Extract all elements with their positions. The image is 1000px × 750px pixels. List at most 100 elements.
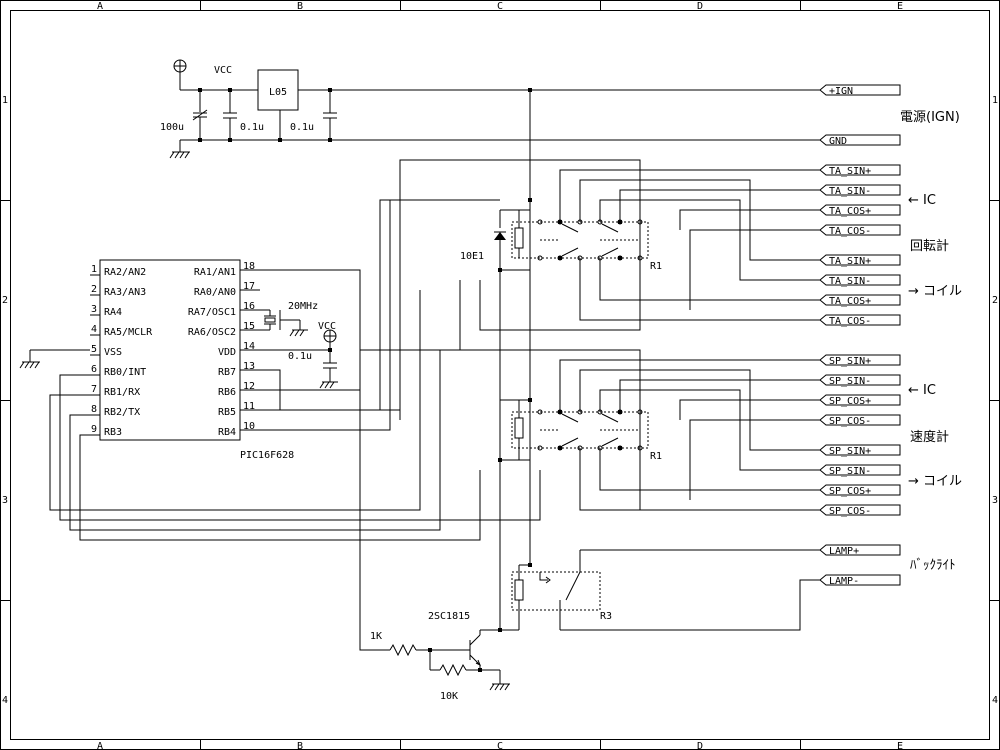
resistor-10k-icon <box>439 663 467 677</box>
connector-flag-icon <box>819 294 901 306</box>
relay-lamp-label: R3 <box>600 611 612 622</box>
pin-num: 6 <box>91 364 97 375</box>
power-supply: VCC L05 100u 0.1u 0.1u <box>160 59 960 159</box>
connector-terminal: SP_COS- <box>819 414 901 427</box>
connector-label: SP_COS- <box>829 506 871 517</box>
connector-terminal: TA_COS- <box>819 314 901 327</box>
pin-num: 15 <box>243 321 255 332</box>
connector-label: SP_SIN- <box>829 466 871 477</box>
transistor-driver: 2SC1815 1K 10K <box>360 611 510 702</box>
regulator-label: L05 <box>269 87 287 98</box>
connector-terminal: TA_COS+ <box>819 204 901 217</box>
pin-num: 2 <box>91 284 97 295</box>
pin-num: 5 <box>91 344 97 355</box>
sp-ic-note: ← IC <box>908 383 936 398</box>
diode-icon <box>494 232 506 240</box>
pin-num: 16 <box>243 301 255 312</box>
col-label-b-bottom: B <box>297 741 303 750</box>
col-label-a-bottom: A <box>97 741 103 750</box>
connector-flag-icon <box>819 544 901 556</box>
relay-sp-outline <box>511 411 649 449</box>
pin-num: 14 <box>243 341 255 352</box>
vdd-supply: VCC 0.1u <box>288 321 338 389</box>
relay-sp: R1 <box>499 270 820 630</box>
sp-gauge-name: 速度計 <box>910 429 949 445</box>
row-label-1-right: 1 <box>992 95 998 106</box>
vdd-cap-label: 0.1u <box>288 351 312 362</box>
pin-num: 8 <box>91 404 97 415</box>
pin-name: RB4 <box>218 427 236 438</box>
pin-num: 4 <box>91 324 97 335</box>
annotations: ← IC 回転計 → コイル ← IC 速度計 → コイル ﾊﾞｯｸﾗｲﾄ <box>908 193 962 573</box>
vdd-label: VCC <box>318 321 336 332</box>
connector-terminal: SP_SIN- <box>819 374 901 387</box>
backlight-note: ﾊﾞｯｸﾗｲﾄ <box>910 558 956 573</box>
connector-terminal: LAMP- <box>819 574 901 587</box>
pin-num: 10 <box>243 421 255 432</box>
pin-num: 7 <box>91 384 97 395</box>
connector-flag-icon <box>819 464 901 476</box>
connector-label: SP_COS+ <box>829 486 871 497</box>
connector-terminal: TA_COS+ <box>819 294 901 307</box>
pin-name: RA7/OSC1 <box>188 307 236 318</box>
connector-label: TA_COS- <box>829 316 871 327</box>
pin-num: 3 <box>91 304 97 315</box>
pin-name: RA5/MCLR <box>104 327 153 338</box>
col-label-e-bottom: E <box>897 741 903 750</box>
pin-num: 11 <box>243 401 255 412</box>
relay-sp-label: R1 <box>650 451 662 462</box>
relay-lamp-outline <box>511 571 601 611</box>
connector-terminal: SP_COS- <box>819 504 901 517</box>
relay-ta-coil-icon <box>514 227 524 249</box>
connector-flag-icon <box>819 354 901 366</box>
connector-flag-icon <box>819 394 901 406</box>
connector-label: LAMP+ <box>829 546 859 557</box>
pin-num: 17 <box>243 281 255 292</box>
row-label-3-right: 3 <box>992 495 998 506</box>
regulator-l05 <box>257 69 299 111</box>
relay-ta-label: R1 <box>650 261 662 272</box>
pin-name: RB2/TX <box>104 407 140 418</box>
connector-label: SP_COS- <box>829 416 871 427</box>
pin-name: RA2/AN2 <box>104 267 146 278</box>
cap2-label: 0.1u <box>290 122 314 133</box>
connector-label: SP_SIN+ <box>829 356 871 367</box>
pin-name: RB5 <box>218 407 236 418</box>
connector-label: SP_SIN+ <box>829 446 871 457</box>
connector-flag-icon <box>819 504 901 516</box>
connector-label: GND <box>829 136 847 147</box>
resistor-1k-label: 1K <box>370 631 382 642</box>
connector-label: TA_SIN- <box>829 186 871 197</box>
connector-label: TA_COS+ <box>829 296 871 307</box>
connector-label: TA_SIN- <box>829 276 871 287</box>
pin-num: 13 <box>243 361 255 372</box>
relay-lamp-coil-icon <box>514 579 524 601</box>
connector-flag-icon <box>819 574 901 586</box>
row-label-4-right: 4 <box>992 695 998 706</box>
pin-num: 1 <box>91 264 97 275</box>
relay-sp-contacts <box>537 409 643 451</box>
connector-flag-icon <box>819 184 901 196</box>
connector-label: TA_SIN+ <box>829 256 871 267</box>
col-label-a: A <box>97 1 103 12</box>
connector-flag-icon <box>819 444 901 456</box>
col-label-c-bottom: C <box>497 741 503 750</box>
crystal-label: 20MHz <box>288 301 318 312</box>
connector-label: +IGN <box>829 86 853 97</box>
pin-num: 9 <box>91 424 97 435</box>
pin-name: RB3 <box>104 427 122 438</box>
connector-flag-icon <box>819 254 901 266</box>
connector-label: SP_SIN- <box>829 376 871 387</box>
col-label-c: C <box>497 1 503 12</box>
row-label-3: 3 <box>2 495 8 506</box>
connector-terminal: SP_SIN+ <box>819 354 901 367</box>
pin-name: RA4 <box>104 307 122 318</box>
connector-terminal: TA_COS- <box>819 224 901 237</box>
connector-flag-icon <box>819 224 901 236</box>
relay-ta-contacts <box>537 219 643 261</box>
connector-terminal: TA_SIN- <box>819 274 901 287</box>
pin-name: VDD <box>218 347 236 358</box>
